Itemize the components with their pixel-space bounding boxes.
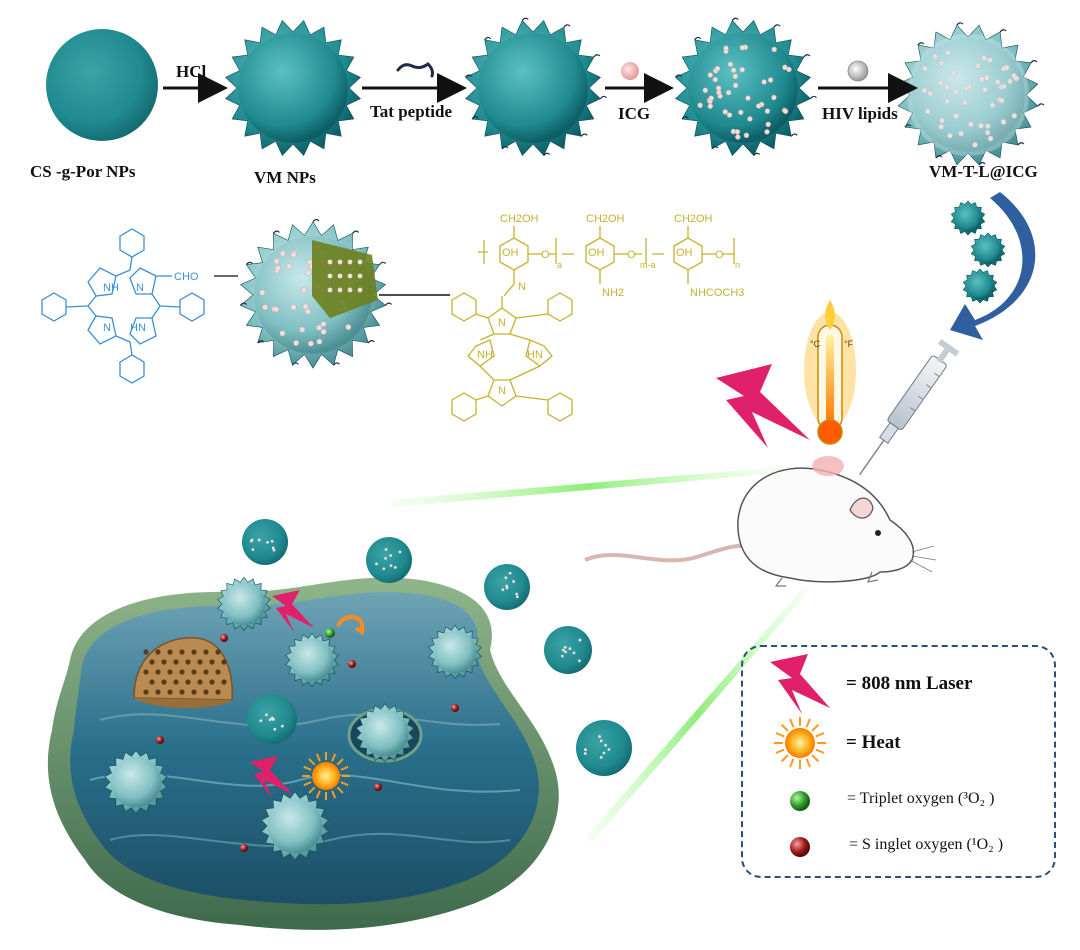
syringe (859, 338, 960, 476)
singlet-oxygen-dots (156, 634, 459, 852)
tat-nanoparticle (464, 17, 607, 157)
porphyrin-labels: NH N N HN CHO (103, 271, 199, 334)
polymer-o-2: O (627, 249, 636, 261)
thermometer: °C °F (804, 300, 856, 445)
legend-sun-heat-icon (774, 717, 826, 769)
polymer-imine-n: N (518, 281, 526, 293)
hiv-lipid-icon (847, 60, 869, 82)
polymer-oh-3: OH (676, 247, 693, 259)
delivery-particles (950, 200, 1006, 304)
vm-nanoparticle (224, 19, 362, 157)
mouse (584, 456, 937, 587)
polymer-oh-1: OH (502, 247, 519, 259)
nucleus (133, 637, 233, 709)
polymer-ch2oh-2: CH2OH (586, 213, 625, 225)
porphyrin-nh-top: NH (103, 282, 119, 294)
porphyrin-cho: CHO (174, 271, 199, 283)
cutaway-nanoparticle (239, 218, 392, 369)
cell-laser-bolt-icon (272, 590, 314, 632)
label-icg: ICG (618, 104, 651, 123)
legend-green-sphere-icon (790, 791, 810, 811)
legend-laser-label: = 808 nm Laser (846, 673, 973, 694)
porphyrin-n-right: N (136, 282, 144, 294)
porphyrin-hn-bottom: HN (130, 322, 146, 334)
porphyrin-n-left: N (103, 322, 111, 334)
polymer-sub-ma: m-a (640, 260, 656, 270)
laser-beam-upper (390, 467, 782, 507)
triplet-oxygen-dot (325, 628, 335, 638)
conversion-arrow-icon (336, 615, 365, 636)
curved-arrow (950, 192, 1036, 340)
label-hiv-lipids: HIV lipids (822, 104, 898, 123)
vm-t-l-icg-nanoparticle (897, 22, 1045, 166)
thermometer-f: °F (844, 339, 854, 349)
chitosan-polymer-structure (451, 226, 735, 422)
legend-triplet-label: = Triplet oxygen (³O₂ ) (847, 790, 995, 807)
legend-heat-label: = Heat (846, 732, 901, 753)
icg-dye-icon (621, 62, 639, 80)
polymer-sub-n: n (735, 260, 740, 270)
pendant-porphyrin-nh: NH (477, 349, 493, 361)
polymer-ch2oh-1: CH2OH (500, 213, 539, 225)
cs-g-por-nanoparticle (46, 29, 158, 141)
label-tat-peptide: Tat peptide (370, 102, 453, 121)
pendant-porphyrin-n-top: N (498, 317, 506, 329)
legend-laser-bolt-icon (770, 654, 830, 714)
polymer-nh2: NH2 (602, 287, 624, 299)
label-vm-t-l-icg: VM-T-L@ICG (929, 162, 1038, 181)
polymer-labels: CH2OH CH2OH CH2OH OH OH OH O O O a m-a n… (477, 213, 744, 397)
polymer-ch2oh-3: CH2OH (674, 213, 713, 225)
legend-singlet-label: = S inglet oxygen (¹O₂ ) (849, 836, 1004, 853)
laser-bolt-icon (716, 364, 810, 448)
label-vm-nps: VM NPs (254, 168, 316, 187)
pendant-porphyrin-hn: HN (527, 349, 543, 361)
label-hcl: HCl (176, 62, 207, 81)
cancer-cell (47, 519, 632, 930)
label-cs-g-por-nps: CS -g-Por NPs (30, 162, 136, 181)
cell-heat-icon (302, 752, 350, 800)
porphyrin-structure (41, 228, 238, 384)
polymer-oh-2: OH (588, 247, 605, 259)
legend-box (741, 645, 1056, 878)
legend-red-sphere-icon (790, 837, 810, 857)
polymer-o-1: O (541, 249, 550, 261)
pendant-porphyrin-n-bottom: N (498, 385, 506, 397)
thermometer-c: °C (810, 339, 821, 349)
cell-laser-bolt-icon-2 (250, 756, 292, 798)
synthesis-row (46, 17, 1045, 166)
polymer-o-3: O (715, 249, 724, 261)
polymer-nhcoch3: NHCOCH3 (690, 287, 744, 299)
icg-nanoparticle (674, 17, 817, 157)
tat-peptide-icon (396, 62, 434, 78)
polymer-sub-a: a (557, 260, 562, 270)
